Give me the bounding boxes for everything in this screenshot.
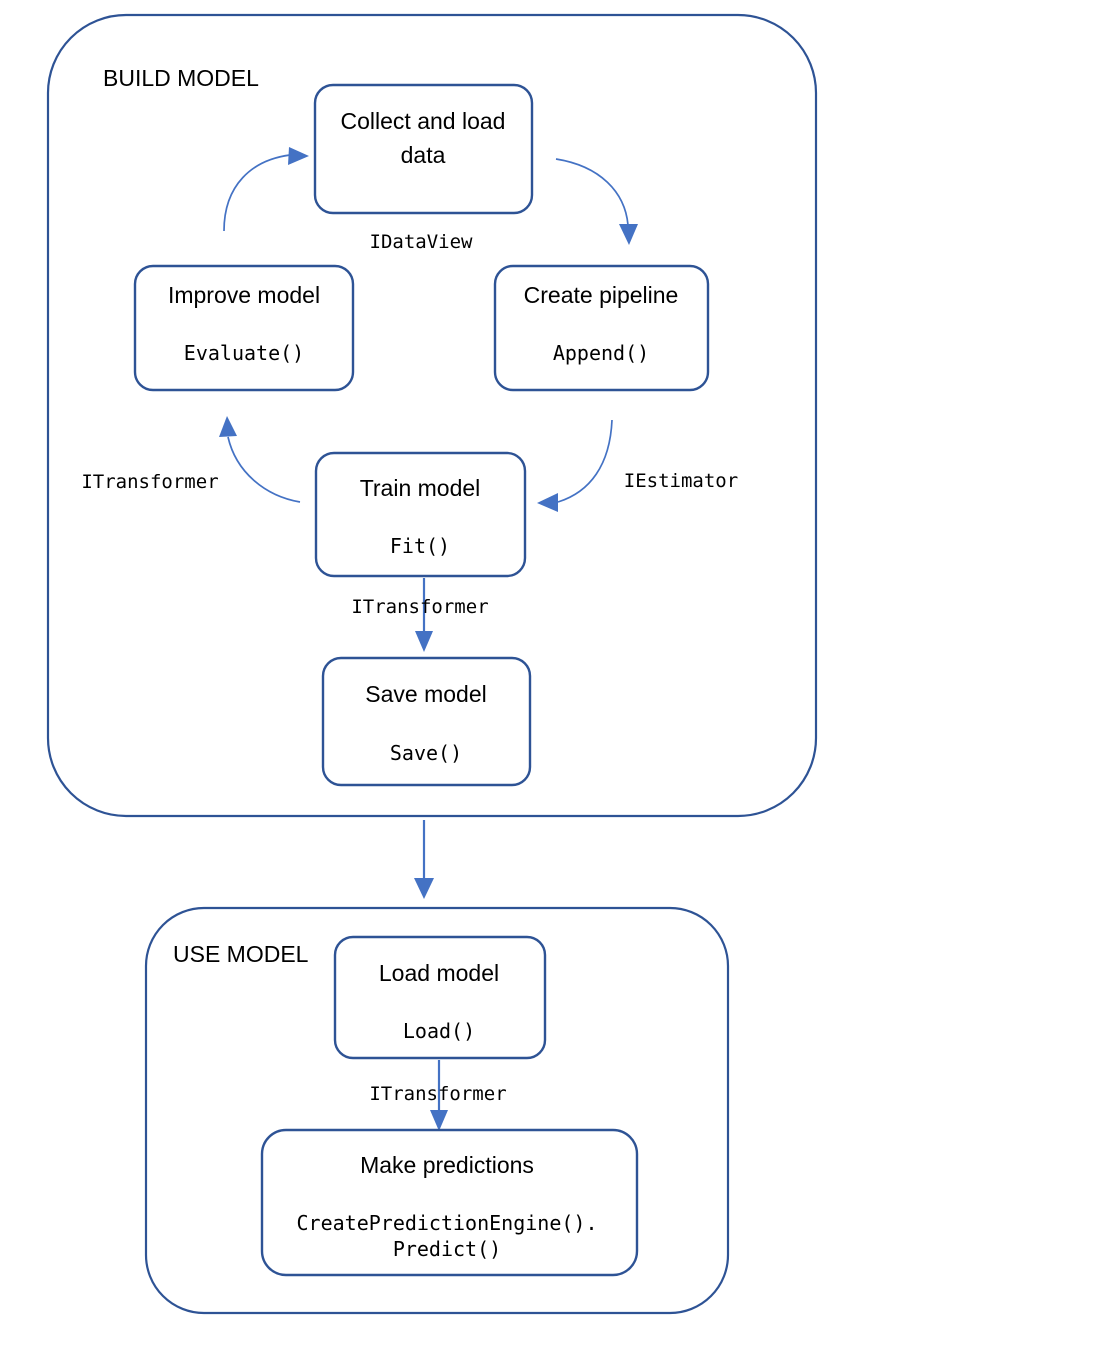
node-save-model-title: Save model [365, 681, 486, 707]
node-collect-load-data-title-line1: Collect and load [341, 108, 506, 134]
edge-label-itransformer-save: ITransformer [351, 596, 488, 618]
edge-pipeline-to-train-arrowhead [537, 493, 558, 512]
node-collect-load-data[interactable] [313, 83, 534, 215]
node-make-predictions-api-line1: CreatePredictionEngine(). [296, 1211, 597, 1235]
edge-label-iestimator: IEstimator [624, 470, 738, 492]
build-model-label: BUILD MODEL [103, 65, 259, 91]
node-improve-model-title: Improve model [168, 282, 320, 308]
edge-collect-to-pipeline [555, 158, 629, 226]
node-load-model[interactable] [333, 935, 547, 1060]
node-make-predictions[interactable] [260, 1128, 639, 1277]
edge-label-idataview: IDataView [370, 231, 474, 253]
edge-train-to-improve [227, 436, 301, 503]
edge-improve-to-collect [223, 154, 291, 232]
edge-pipeline-to-train [557, 419, 613, 503]
node-improve-model[interactable] [133, 264, 355, 392]
node-make-predictions-title: Make predictions [360, 1152, 534, 1178]
node-save-model[interactable] [321, 656, 532, 787]
node-load-model-title: Load model [379, 960, 499, 986]
edge-load-to-predict-arrowhead [430, 1110, 448, 1131]
edge-train-to-improve-arrowhead [219, 416, 237, 437]
node-improve-model-api: Evaluate() [184, 341, 304, 365]
use-model-label: USE MODEL [173, 941, 309, 967]
edge-label-itransformer-improve: ITransformer [81, 471, 218, 493]
node-load-model-api: Load() [403, 1019, 475, 1043]
edge-label-itransformer-predict: ITransformer [369, 1083, 506, 1105]
use-model-container [144, 906, 730, 1315]
node-train-model-title: Train model [360, 475, 481, 501]
edge-improve-to-collect-arrowhead [288, 147, 309, 165]
edge-build-to-use-arrowhead [414, 878, 434, 899]
node-make-predictions-api-line2: Predict() [393, 1237, 501, 1261]
node-train-model-api: Fit() [390, 534, 450, 558]
node-save-model-api: Save() [390, 741, 462, 765]
edge-train-to-save-arrowhead [415, 631, 433, 652]
node-train-model[interactable] [314, 451, 527, 578]
node-collect-load-data-title-line2: data [401, 142, 446, 168]
node-create-pipeline-title: Create pipeline [524, 282, 679, 308]
build-model-container [46, 13, 818, 818]
edge-collect-to-pipeline-arrowhead [619, 224, 638, 245]
node-create-pipeline[interactable] [493, 264, 710, 392]
node-create-pipeline-api: Append() [553, 341, 649, 365]
